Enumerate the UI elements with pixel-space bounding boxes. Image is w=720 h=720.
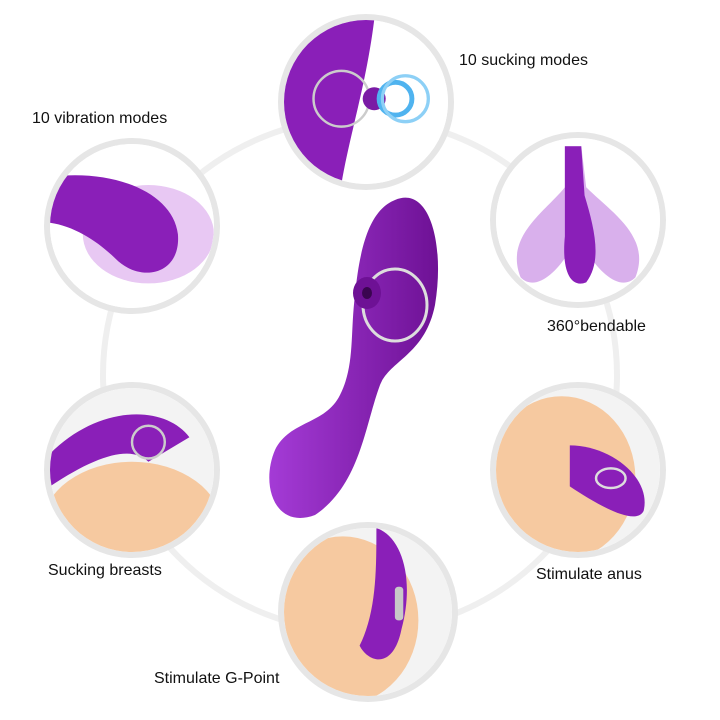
feature-anus-image — [490, 382, 666, 558]
feature-g-point-image — [278, 522, 458, 702]
feature-vibration-image — [44, 138, 220, 314]
label-stimulate-g-point: Stimulate G-Point — [154, 670, 280, 687]
label-sucking-modes: 10 sucking modes — [459, 52, 588, 69]
feature-bendable-image — [490, 132, 666, 308]
label-stimulate-anus: Stimulate anus — [536, 566, 642, 583]
product-image — [255, 185, 455, 525]
feature-sucking-image — [278, 14, 454, 190]
label-bendable: 360°bendable — [547, 318, 646, 335]
label-vibration-modes: 10 vibration modes — [32, 110, 168, 127]
label-sucking-breasts: Sucking breasts — [48, 562, 162, 579]
feature-breasts-image — [44, 382, 220, 558]
